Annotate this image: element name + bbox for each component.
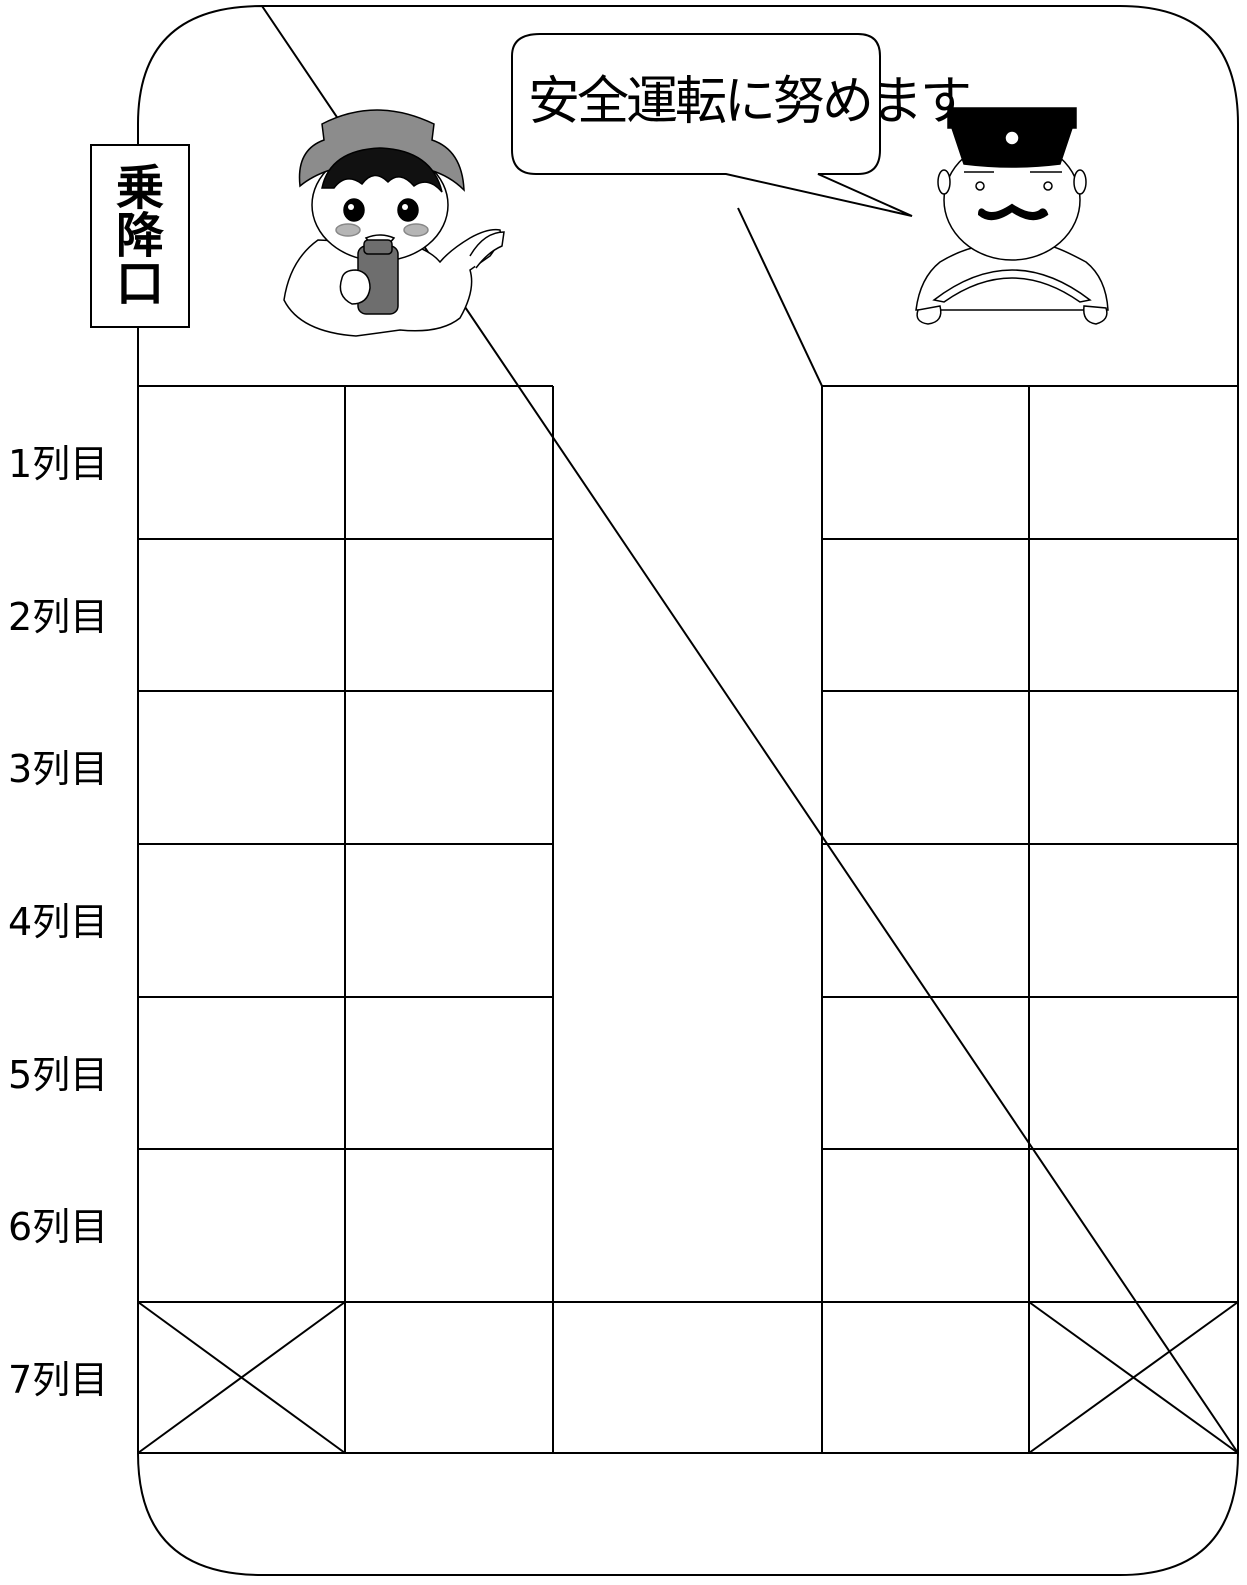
bus-body-outline [137,4,1240,1576]
front-partition-line [737,207,823,387]
speech-bubble-text: 安全運転に努めます [528,72,972,132]
row-label-2: 2列目 [8,595,109,639]
unavailable-seat-left [137,1301,346,1454]
door-sign-char-1: 乗 [115,160,164,216]
row-label-5: 5列目 [8,1053,109,1097]
row7-aisle-seat [553,1301,822,1454]
speech-bubble [511,33,913,217]
row-label-7: 7列目 [8,1358,109,1402]
row-label-1: 1列目 [8,442,109,486]
left-seat-block [138,385,554,1454]
conductor-icon [283,109,505,337]
door-sign: 乗 降 口 [90,144,190,328]
driver-icon [915,107,1109,325]
door-sign-char-3: 口 [115,256,164,312]
row-label-6: 6列目 [8,1205,109,1249]
row-label-3: 3列目 [8,747,109,791]
row-label-4: 4列目 [8,900,109,944]
unavailable-seat-right [1028,1301,1239,1454]
door-sign-char-2: 降 [115,208,164,264]
right-seat-block [821,385,1238,1454]
